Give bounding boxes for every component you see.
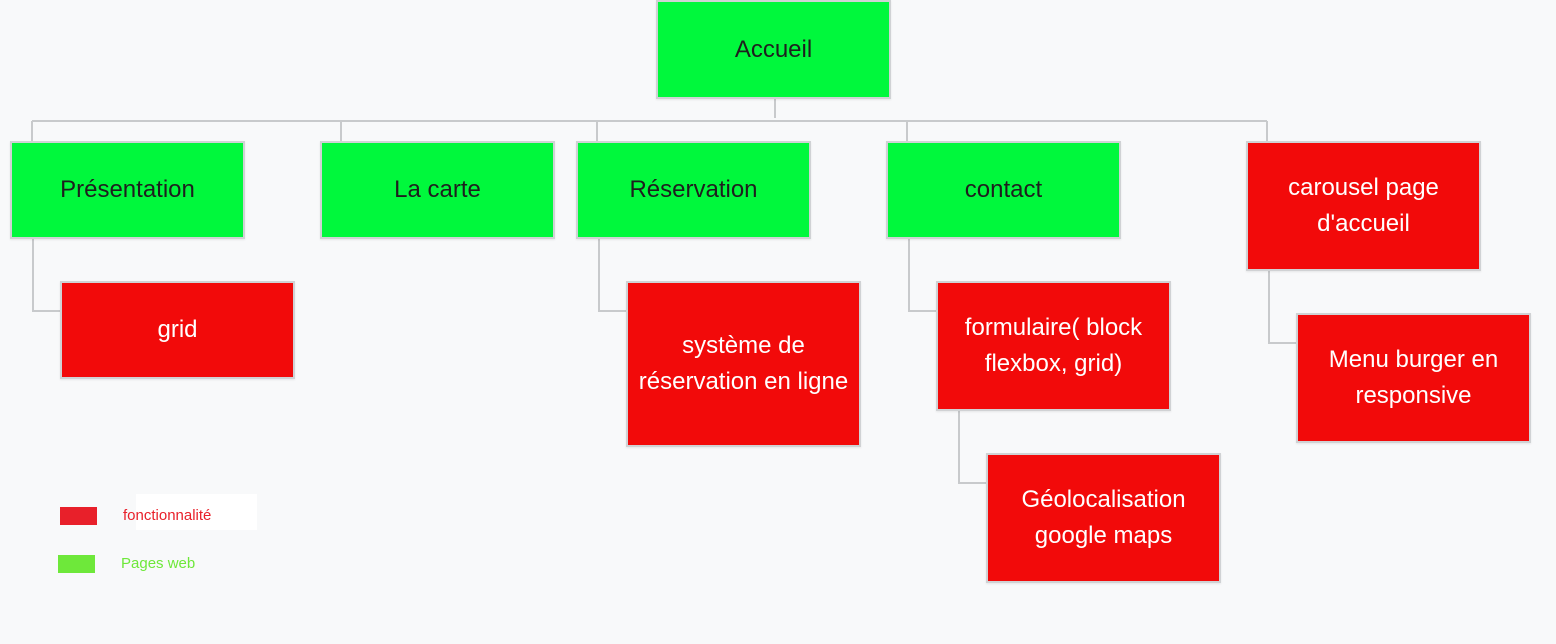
node-la-carte: La carte xyxy=(320,141,555,239)
node-label: Menu burger en responsive xyxy=(1328,346,1499,409)
node-formulaire: formulaire( block flexbox, grid) xyxy=(936,281,1171,411)
node-reservation: Réservation xyxy=(576,141,811,239)
node-label: carousel page d'accueil xyxy=(1288,174,1439,237)
node-menu-burger: Menu burger en responsive xyxy=(1296,313,1531,443)
node-geolocalisation: Géolocalisation google maps xyxy=(986,453,1221,583)
node-label: Présentation xyxy=(60,176,195,203)
connector-burger xyxy=(1268,271,1297,344)
legend-label-page: Pages web xyxy=(121,555,196,572)
connector-grid xyxy=(32,239,61,312)
node-presentation: Présentation xyxy=(10,141,245,239)
node-label: contact xyxy=(964,176,1043,203)
node-accueil: Accueil xyxy=(656,0,891,99)
node-label: formulaire( block flexbox, grid) xyxy=(964,314,1143,377)
legend-label-background xyxy=(136,494,257,530)
legend-label-feature: fonctionnalité xyxy=(123,507,212,524)
connector-systeme xyxy=(598,239,627,312)
node-grid: grid xyxy=(60,281,295,379)
connector-formulaire xyxy=(908,239,937,312)
node-label: Géolocalisation google maps xyxy=(1021,486,1186,549)
node-carousel: carousel page d'accueil xyxy=(1246,141,1481,271)
node-label: Accueil xyxy=(734,35,813,63)
legend-swatch-feature xyxy=(60,507,97,525)
legend-swatch-page xyxy=(58,555,95,573)
node-label: La carte xyxy=(394,176,481,203)
node-label: système de réservation en ligne xyxy=(638,332,849,395)
node-contact: contact xyxy=(886,141,1121,239)
node-label: grid xyxy=(157,316,198,343)
node-systeme-reservation: système de réservation en ligne xyxy=(626,281,861,447)
node-label: Réservation xyxy=(629,176,758,203)
connector-geoloc xyxy=(958,411,987,484)
